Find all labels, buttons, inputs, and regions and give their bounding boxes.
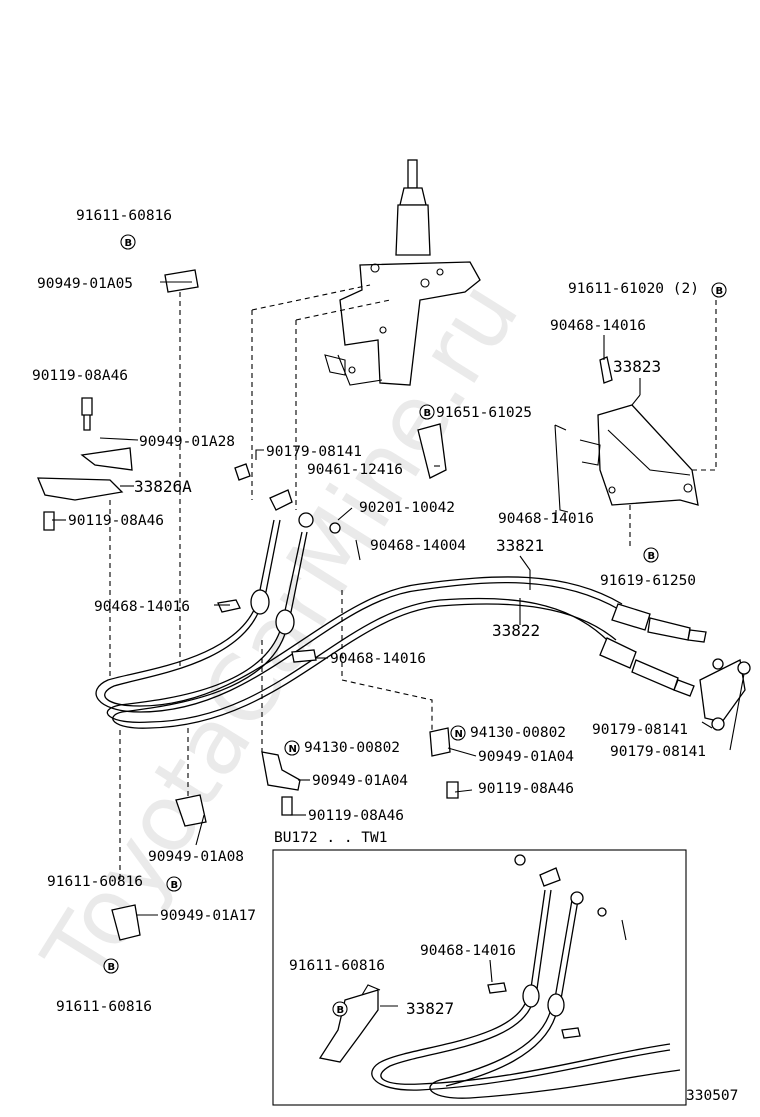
label-33822: 33822 [492,621,540,640]
bracket-33826A [37,477,124,501]
label-90949-01A28: 90949-01A28 [139,434,235,450]
bolt-90119-a [81,397,93,431]
svg-text:B: B [648,551,656,562]
label-90201-10042: 90201-10042 [359,500,455,516]
label-90119-08A46-b: 90119-08A46 [68,513,164,529]
label-90468-14016-c: 90468-14016 [94,599,190,615]
nut-90179 [234,463,251,481]
clamp-90949-01A08 [175,794,207,827]
footer-code: 330507 [686,1088,738,1104]
label-90179-08141-c: 90179-08141 [610,744,706,760]
label-91611-60816-mid: 91611-60816 [47,874,143,890]
bolt-mark-top: B [120,234,136,250]
inset-box [272,849,687,1106]
bolt-mark-91611-61020: B [711,282,727,298]
label-33826A: 33826A [134,477,192,496]
clip-90468-left [217,599,241,613]
label-33827: 33827 [406,999,454,1018]
label-90949-01A17: 90949-01A17 [160,908,256,924]
label-91611-61020: 91611-61020 (2) [568,281,699,297]
label-33821: 33821 [496,536,544,555]
label-90468-14016-inset: 90468-14016 [420,943,516,959]
svg-text:B: B [108,962,116,973]
inset-parts [318,854,681,1099]
bolt-mark-inset: B [332,1001,348,1017]
label-90461-12416: 90461-12416 [307,462,403,478]
clamp-90949-01A04-left [261,751,301,791]
shift-lever-assembly [324,159,481,386]
svg-text:B: B [424,408,432,419]
clamp-90949-01A04-right [429,727,451,757]
svg-text:N: N [455,729,463,740]
bolt-mark-91619: B [643,547,659,563]
label-90119-08A46-a: 90119-08A46 [32,368,128,384]
label-91611-60816-inset: 91611-60816 [289,958,385,974]
leader-lines [52,281,745,916]
clamp-90949-01A28 [80,447,133,471]
label-94130-00802-b: 94130-00802 [304,740,400,756]
nut-mark-94130-b: N [284,740,300,756]
bolt-90119-b [43,511,55,531]
label-90949-01A04-b: 90949-01A04 [312,773,408,789]
label-90179-08141-a: 90179-08141 [266,444,362,460]
label-90949-01A08: 90949-01A08 [148,849,244,865]
label-90468-14004: 90468-14004 [370,538,466,554]
label-90468-14016-a: 90468-14016 [550,318,646,334]
label-90468-14016-d: 90468-14016 [330,651,426,667]
pin-90468-14004 [355,539,361,561]
svg-text:N: N [289,744,297,755]
label-90119-08A46-d: 90119-08A46 [308,808,404,824]
clip-90468-mid [291,649,317,663]
bolt-90119-c [281,796,293,816]
svg-text:B: B [171,880,179,891]
clamp-90949-01A05 [164,269,199,293]
label-90119-08A46-c: 90119-08A46 [478,781,574,797]
bolt-mark-91611-bot: B [103,958,119,974]
nut-mark-94130-a: N [450,725,466,741]
clamp-90949-01A17 [111,904,141,941]
label-91651-61025: 91651-61025 [436,405,532,421]
label-90468-14016-b: 90468-14016 [498,511,594,527]
clip-90201 [329,522,341,534]
label-33823: 33823 [613,357,661,376]
bolt-mark-91651: B [419,404,435,420]
shift-cables [95,489,751,731]
label-94130-00802-a: 94130-00802 [470,725,566,741]
bracket-91651 [417,423,447,479]
clip-33823-part [599,356,613,384]
bolt-90119-d [446,781,459,799]
svg-text:B: B [337,1005,345,1016]
label-90949-01A04-a: 90949-01A04 [478,749,574,765]
svg-text:B: B [125,238,133,249]
inset-title: BU172 . . TW1 [274,830,388,846]
label-90949-01A05: 90949-01A05 [37,276,133,292]
clip-90468-right [554,424,569,513]
svg-text:B: B [716,286,724,297]
bolt-mark-91611-mid: B [166,876,182,892]
label-90179-08141-b: 90179-08141 [592,722,688,738]
label-91611-60816-top: 91611-60816 [76,208,172,224]
bracket-33823 [579,394,699,506]
label-91611-60816-bot: 91611-60816 [56,999,152,1015]
label-91619-61250: 91619-61250 [600,573,696,589]
